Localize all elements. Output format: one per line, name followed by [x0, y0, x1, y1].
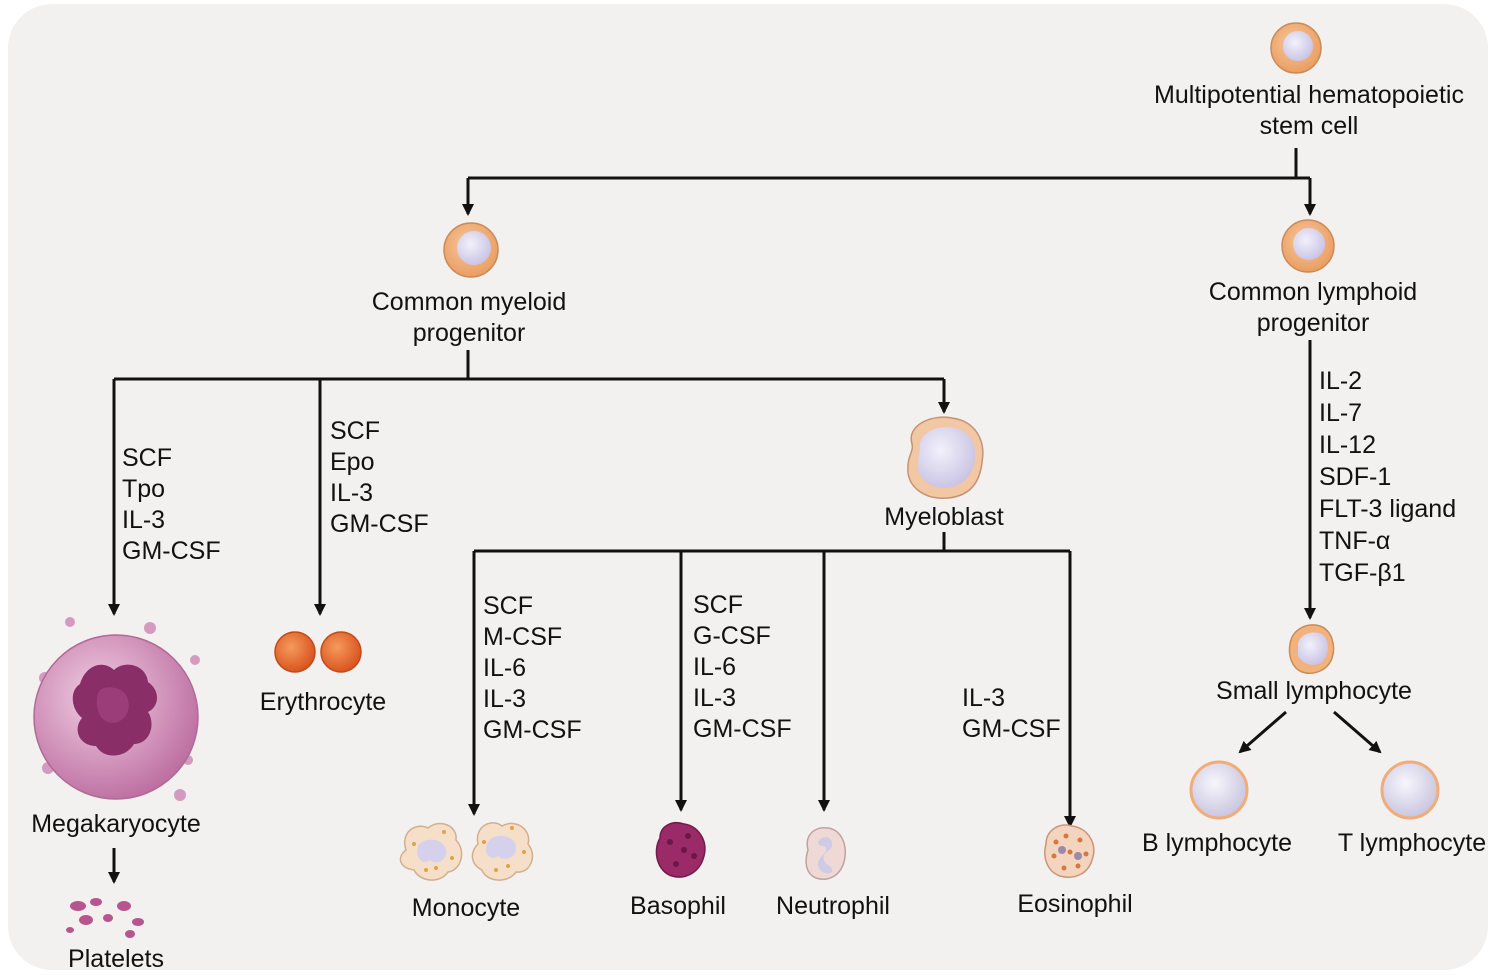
monocyte-factors: SCF M-CSF IL-6 IL-3 GM-CSF — [483, 591, 582, 746]
myeloid-label-line-1: Common myeloid — [371, 288, 567, 316]
erythrocyte-label: Erythrocyte — [259, 688, 387, 716]
myeloblast-icon — [907, 416, 984, 499]
arrow-to-t-lymphocyte — [1333, 710, 1382, 754]
lymphoid-factors: IL-2 IL-7 IL-12 SDF-1 FLT-3 ligand TNF-α… — [1319, 365, 1456, 589]
basophil-label: Basophil — [630, 892, 726, 920]
stem-cell-label-line-2: stem cell — [1259, 112, 1359, 140]
small-lymphocyte-icon — [1288, 624, 1335, 674]
factor-item: SCF — [483, 592, 533, 620]
factor-item: GM-CSF — [693, 715, 792, 743]
factor-item: GM-CSF — [330, 510, 429, 538]
connectors — [108, 148, 1382, 884]
basophil-factors: SCF G-CSF IL-6 IL-3 GM-CSF — [693, 590, 792, 745]
factor-item: IL-3 — [962, 684, 1006, 712]
myeloid-label-line-2: progenitor — [412, 319, 526, 347]
factor-item: TNF-α — [1319, 527, 1391, 555]
neutrophil-label: Neutrophil — [776, 892, 890, 920]
factor-item: IL-6 — [693, 653, 737, 681]
stem-cell-label: Multipotential hematopoietic stem cell — [1154, 80, 1464, 142]
factor-item: SCF — [330, 417, 380, 445]
factor-item: IL-7 — [1319, 399, 1363, 427]
megakaryocyte-label: Megakaryocyte — [31, 810, 201, 838]
factor-item: GM-CSF — [483, 716, 582, 744]
erythrocyte-icon — [274, 631, 362, 673]
lymphoid-label-line-2: progenitor — [1256, 309, 1370, 337]
factor-item: IL-3 — [330, 479, 374, 507]
platelets-label: Platelets — [68, 945, 164, 973]
factor-item: GM-CSF — [962, 715, 1061, 743]
factor-item: IL-12 — [1319, 431, 1376, 459]
factor-item: IL-6 — [483, 654, 527, 682]
factor-item: IL-3 — [122, 506, 166, 534]
stem-cell-icon — [1270, 22, 1322, 74]
factor-item: IL-3 — [483, 685, 527, 713]
factor-item: M-CSF — [483, 623, 563, 651]
eosinophil-label: Eosinophil — [1017, 890, 1133, 918]
factor-item: IL-2 — [1319, 367, 1363, 395]
factor-item: SCF — [122, 444, 172, 472]
factor-item: G-CSF — [693, 622, 771, 650]
factor-item: Epo — [330, 448, 375, 476]
t-lymphocyte-icon — [1380, 760, 1440, 820]
lymphoid-label-line-1: Common lymphoid — [1208, 278, 1418, 306]
myeloblast-label: Myeloblast — [884, 503, 1004, 531]
erythrocyte-factors: SCF Epo IL-3 GM-CSF — [330, 416, 429, 540]
monocyte-label: Monocyte — [411, 894, 521, 922]
arrow-to-b-lymphocyte — [1238, 710, 1287, 754]
factor-item: SCF — [693, 591, 743, 619]
eosinophil-factors: IL-3 GM-CSF — [962, 683, 1061, 745]
stem-cell-label-line-1: Multipotential hematopoietic — [1154, 81, 1464, 109]
factor-item: IL-3 — [693, 684, 737, 712]
factor-item: FLT-3 ligand — [1319, 495, 1457, 523]
lymphoid-progenitor-label: Common lymphoid progenitor — [1209, 277, 1417, 339]
factor-item: SDF-1 — [1319, 463, 1392, 491]
myeloid-progenitor-label: Common myeloid progenitor — [372, 287, 567, 349]
megakaryocyte-factors: SCF Tpo IL-3 GM-CSF — [122, 443, 221, 567]
factor-item: TGF-β1 — [1319, 559, 1406, 587]
myeloid-progenitor-icon — [443, 222, 499, 278]
small-lymphocyte-label: Small lymphocyte — [1216, 677, 1412, 705]
lymphoid-progenitor-icon — [1281, 219, 1335, 273]
eosinophil-icon — [1044, 824, 1095, 878]
basophil-icon — [655, 822, 706, 878]
factor-item: GM-CSF — [122, 537, 221, 565]
neutrophil-icon — [805, 826, 846, 880]
megakaryocyte-icon — [33, 617, 200, 801]
t-lymphocyte-label: T lymphocyte — [1337, 829, 1487, 857]
b-lymphocyte-icon — [1189, 760, 1249, 820]
b-lymphocyte-label: B lymphocyte — [1141, 829, 1293, 857]
factor-item: Tpo — [122, 475, 166, 503]
platelets-icon — [66, 898, 144, 938]
monocyte-icon — [399, 822, 534, 881]
